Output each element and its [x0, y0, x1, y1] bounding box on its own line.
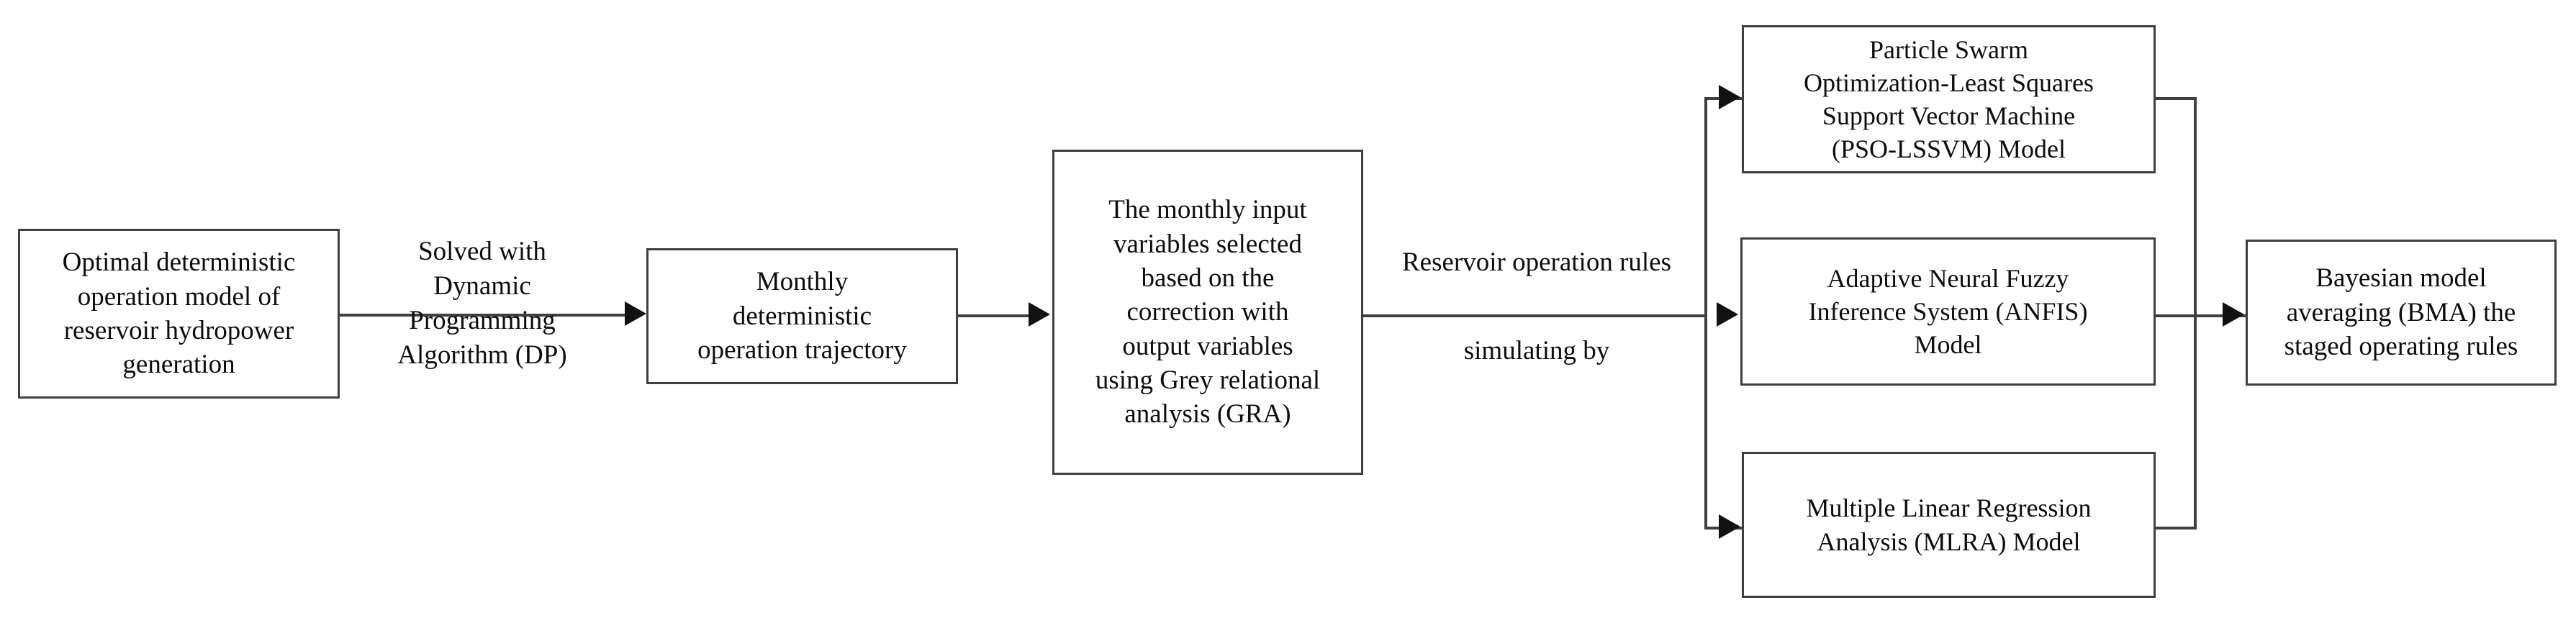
- node-anfis-model[interactable]: Adaptive Neural Fuzzy Inference System (…: [1740, 237, 2156, 386]
- node-pso-lssvm-model[interactable]: Particle Swarm Optimization-Least Square…: [1742, 25, 2156, 173]
- node-mlra-model[interactable]: Multiple Linear Regression Analysis (MLR…: [1742, 452, 2156, 598]
- edge-label-solved-with-dp: Solved with Dynamic Programming Algorith…: [397, 237, 567, 371]
- connector-node2-to-node3: [958, 314, 1030, 317]
- connector-node1-to-node2: [340, 314, 628, 317]
- node-bma-staged-rules[interactable]: Bayesian model averaging (BMA) the stage…: [2246, 240, 2557, 386]
- model-branch-bus: [1704, 97, 1707, 527]
- arrowhead-into-pso: [1719, 85, 1740, 109]
- arrowhead-into-bma: [2223, 302, 2244, 327]
- edge-label-simulating-by: simulating by: [1463, 336, 1610, 365]
- connector-merge-bus-to-bma: [2156, 314, 2249, 317]
- arrowhead-into-node3: [1029, 302, 1050, 327]
- model-merge-bus: [2194, 97, 2197, 527]
- arrowhead-into-mlra: [1719, 514, 1740, 539]
- node-monthly-input-variables[interactable]: The monthly input variables selected bas…: [1052, 150, 1363, 475]
- edge-label-reservoir-operation-rules: Reservoir operation rules: [1402, 247, 1671, 277]
- arrowhead-into-anfis: [1717, 302, 1738, 327]
- arrowhead-into-node2: [625, 301, 646, 326]
- connector-mlra-to-merge-bus: [2154, 527, 2197, 530]
- node-monthly-trajectory[interactable]: Monthly deterministic operation trajecto…: [646, 248, 958, 384]
- connector-node3-to-model-bus: [1363, 314, 1706, 317]
- connector-pso-to-merge-bus: [2154, 97, 2197, 100]
- node-optimal-deterministic-model[interactable]: Optimal deterministic operation model of…: [18, 229, 340, 399]
